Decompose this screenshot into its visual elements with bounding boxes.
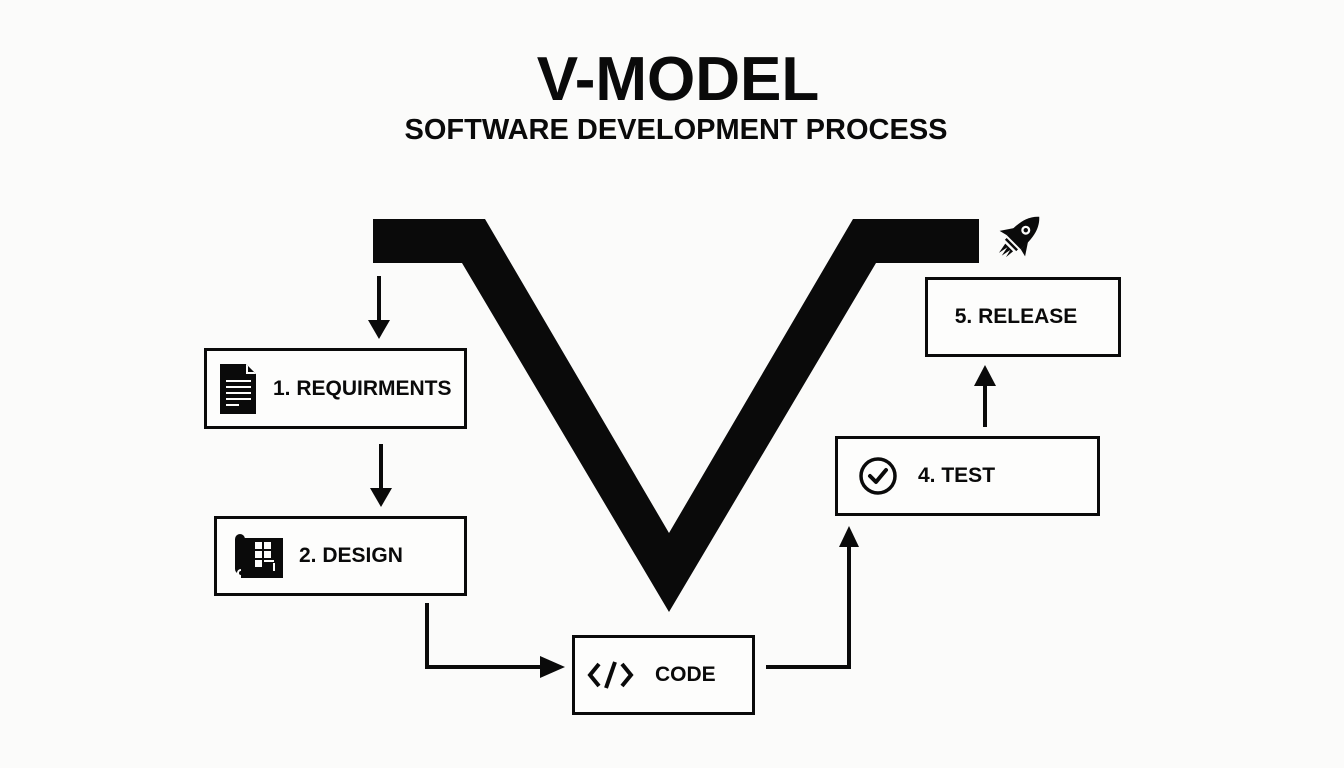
rocket-icon	[998, 216, 1040, 258]
diagram-title: V-MODEL	[536, 45, 820, 114]
stage-test[interactable]: 4. TEST	[835, 436, 1100, 516]
code-brackets-icon	[587, 660, 635, 690]
arrow-to-requirements	[368, 276, 390, 339]
check-circle-icon	[858, 456, 898, 496]
diagram-subtitle: SOFTWARE DEVELOPMENT PROCESS	[404, 114, 948, 146]
stage-requirements-label: 1. REQUIRMENTS	[273, 376, 452, 400]
v-shape	[373, 219, 979, 612]
arrow-code-to-test	[766, 526, 859, 669]
stage-test-label: 4. TEST	[918, 464, 996, 487]
stage-release[interactable]: 5. RELEASE	[925, 277, 1121, 357]
stage-requirements[interactable]: 1. REQUIRMENTS	[204, 348, 467, 429]
stage-code[interactable]: CODE	[572, 635, 755, 715]
stage-design-label: 2. DESIGN	[299, 544, 403, 567]
blueprint-icon	[233, 532, 285, 580]
arrow-design-to-code	[425, 603, 565, 678]
stage-code-label: CODE	[655, 663, 716, 686]
stage-design[interactable]: 2. DESIGN	[214, 516, 467, 596]
arrow-requirements-to-design	[370, 444, 392, 507]
document-icon	[219, 363, 257, 415]
stage-release-label: 5. RELEASE	[954, 305, 1078, 328]
arrow-test-to-release	[974, 365, 996, 427]
